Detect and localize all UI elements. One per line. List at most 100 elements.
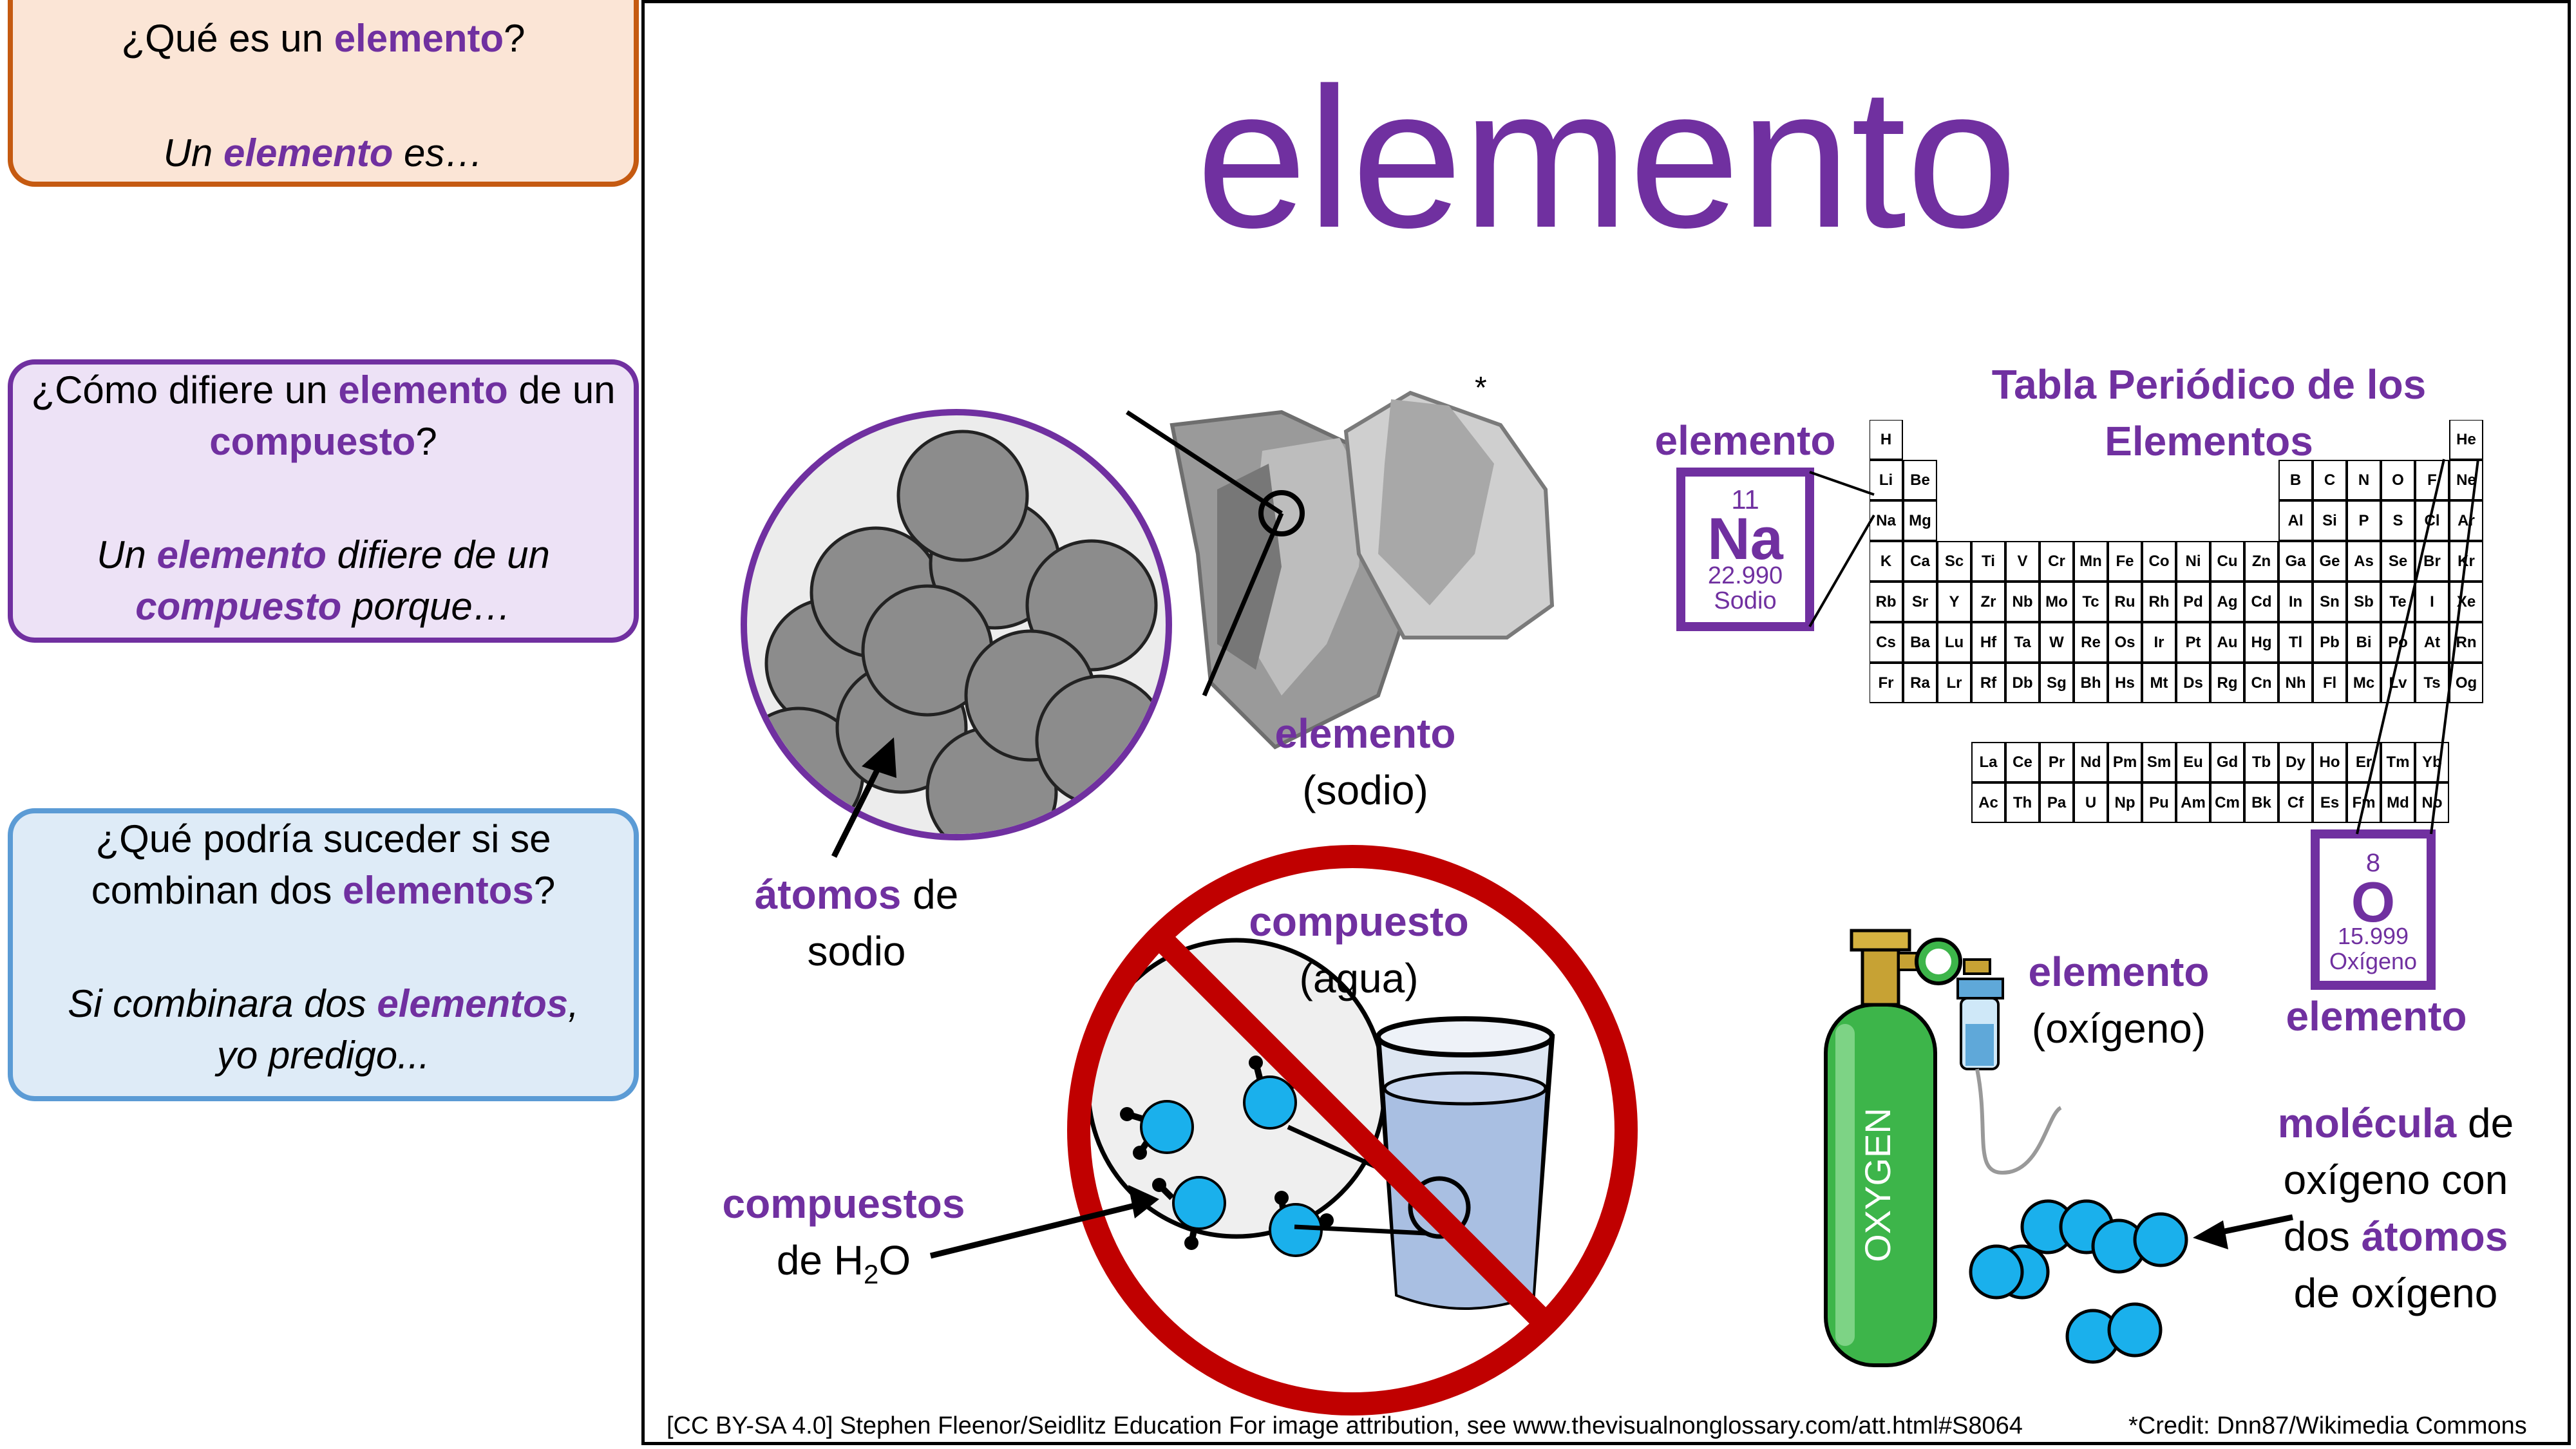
element-cell-nd: Nd xyxy=(2074,742,2108,782)
element-symbol: Cf xyxy=(2287,794,2304,811)
element-cell-c: C xyxy=(2313,460,2347,500)
card2-q-before: ¿Cómo difiere un xyxy=(31,368,339,412)
element-symbol: Te xyxy=(2389,593,2406,611)
element-symbol: F xyxy=(2427,471,2437,489)
mol-line4: de oxígeno xyxy=(2293,1270,2498,1316)
element-symbol: O xyxy=(2392,471,2404,489)
element-symbol: Pt xyxy=(2186,634,2201,651)
element-symbol: Hf xyxy=(1980,634,1997,651)
element-symbol: No xyxy=(2422,794,2443,811)
na-mass: 22.990 xyxy=(1707,562,1783,589)
element-cell-mc: Mc xyxy=(2347,663,2381,703)
element-cell-tl: Tl xyxy=(2278,622,2313,663)
element-symbol: Lr xyxy=(1947,674,1962,692)
element-cell-pa: Pa xyxy=(2040,782,2074,823)
element-cell-y: Y xyxy=(1937,582,1971,622)
element-symbol: Cm xyxy=(2215,794,2240,811)
element-cell-ca: Ca xyxy=(1903,541,1937,582)
element-cell-sg: Sg xyxy=(2040,663,2074,703)
element-cell-os: Os xyxy=(2108,622,2142,663)
element-cell-cd: Cd xyxy=(2244,582,2278,622)
element-symbol: Bk xyxy=(2251,794,2271,811)
element-cell-rf: Rf xyxy=(1971,663,2005,703)
element-cell-k: K xyxy=(1869,541,1903,582)
element-cell-og: Og xyxy=(2449,663,2483,703)
element-cell-fm: Fm xyxy=(2347,782,2381,823)
main-panel-frame xyxy=(641,0,2571,1445)
element-symbol: Ce xyxy=(2012,753,2032,771)
element-symbol: Rh xyxy=(2149,593,2170,611)
element-cell-cr: Cr xyxy=(2040,541,2074,582)
element-symbol: Yb xyxy=(2422,753,2442,771)
element-cell-rb: Rb xyxy=(1869,582,1903,622)
element-symbol: Mn xyxy=(2079,553,2102,570)
element-cell-kr: Kr xyxy=(2449,541,2483,582)
question-card-combine: ¿Qué podría suceder si se combinan dos e… xyxy=(8,808,639,1101)
element-cell-dy: Dy xyxy=(2278,742,2313,782)
element-cell-yb: Yb xyxy=(2415,742,2449,782)
element-symbol: Es xyxy=(2320,794,2339,811)
element-cell-hs: Hs xyxy=(2108,663,2142,703)
element-symbol: Fl xyxy=(2323,674,2336,692)
element-symbol: Nd xyxy=(2081,753,2101,771)
element-cell-lr: Lr xyxy=(1937,663,1971,703)
element-symbol: Ar xyxy=(2458,512,2475,529)
element-symbol: At xyxy=(2424,634,2440,651)
zoom-marker-circle xyxy=(1258,490,1305,536)
o-number: 8 xyxy=(2365,849,2381,877)
card1-q-term: elemento xyxy=(334,17,504,60)
element-symbol: Gd xyxy=(2217,753,2238,771)
element-symbol: Fm xyxy=(2353,794,2376,811)
element-symbol: Sr xyxy=(1912,593,1928,611)
element-cell-ag: Ag xyxy=(2210,582,2244,622)
element-symbol: Am xyxy=(2181,794,2206,811)
element-cell-gd: Gd xyxy=(2210,742,2244,782)
element-cell-er: Er xyxy=(2347,742,2381,782)
compounds-term: compuestos xyxy=(722,1180,965,1227)
oxygen-label-sub: (oxígeno) xyxy=(2031,1005,2206,1052)
element-cell-fe: Fe xyxy=(2108,541,2142,582)
element-cell-no: No xyxy=(2415,782,2449,823)
zoom-line-bottom xyxy=(1202,512,1284,697)
element-symbol: B xyxy=(2290,471,2301,489)
card2-a-term1: elemento xyxy=(156,533,327,576)
element-symbol: S xyxy=(2392,512,2403,529)
element-cell-ti: Ti xyxy=(1971,541,2005,582)
element-cell-si: Si xyxy=(2313,500,2347,541)
compounds-arrow xyxy=(929,1201,1141,1259)
element-cell-br: Br xyxy=(2415,541,2449,582)
element-cell-cf: Cf xyxy=(2278,782,2313,823)
element-cell-hf: Hf xyxy=(1971,622,2005,663)
element-cell-fl: Fl xyxy=(2313,663,2347,703)
element-symbol: Mg xyxy=(1909,512,1931,529)
o-name: Oxígeno xyxy=(2329,948,2418,974)
element-cell-sr: Sr xyxy=(1903,582,1937,622)
water-compound-image xyxy=(1086,938,1555,1310)
element-symbol: Ne xyxy=(2456,471,2476,489)
element-cell-in: In xyxy=(2278,582,2313,622)
sodium-atoms-magnified xyxy=(741,409,1172,840)
element-symbol: Re xyxy=(2081,634,2101,651)
atoms-term: átomos xyxy=(754,871,902,918)
element-symbol: Hg xyxy=(2251,634,2272,651)
o-mass: 15.999 xyxy=(2337,923,2409,949)
element-symbol: Cu xyxy=(2217,553,2238,570)
element-symbol: Ir xyxy=(2154,634,2164,651)
zoom-line-top xyxy=(1126,410,1283,515)
element-cell-np: Np xyxy=(2108,782,2142,823)
element-cell-ni: Ni xyxy=(2176,541,2210,582)
element-symbol: Kr xyxy=(2458,553,2475,570)
element-symbol: Lu xyxy=(1945,634,1964,651)
element-symbol: C xyxy=(2324,471,2335,489)
element-symbol: Mc xyxy=(2353,674,2374,692)
attribution-footer: [CC BY-SA 4.0] Stephen Fleenor/Seidlitz … xyxy=(667,1412,2023,1439)
element-cell-ge: Ge xyxy=(2313,541,2347,582)
element-symbol: Hs xyxy=(2115,674,2135,692)
water-label-sub: (agua) xyxy=(1299,955,1419,1001)
element-cell-co: Co xyxy=(2142,541,2176,582)
element-symbol: I xyxy=(2430,593,2434,611)
element-symbol: Xe xyxy=(2457,593,2476,611)
element-symbol: Nh xyxy=(2286,674,2306,692)
element-cell-db: Db xyxy=(2005,663,2040,703)
